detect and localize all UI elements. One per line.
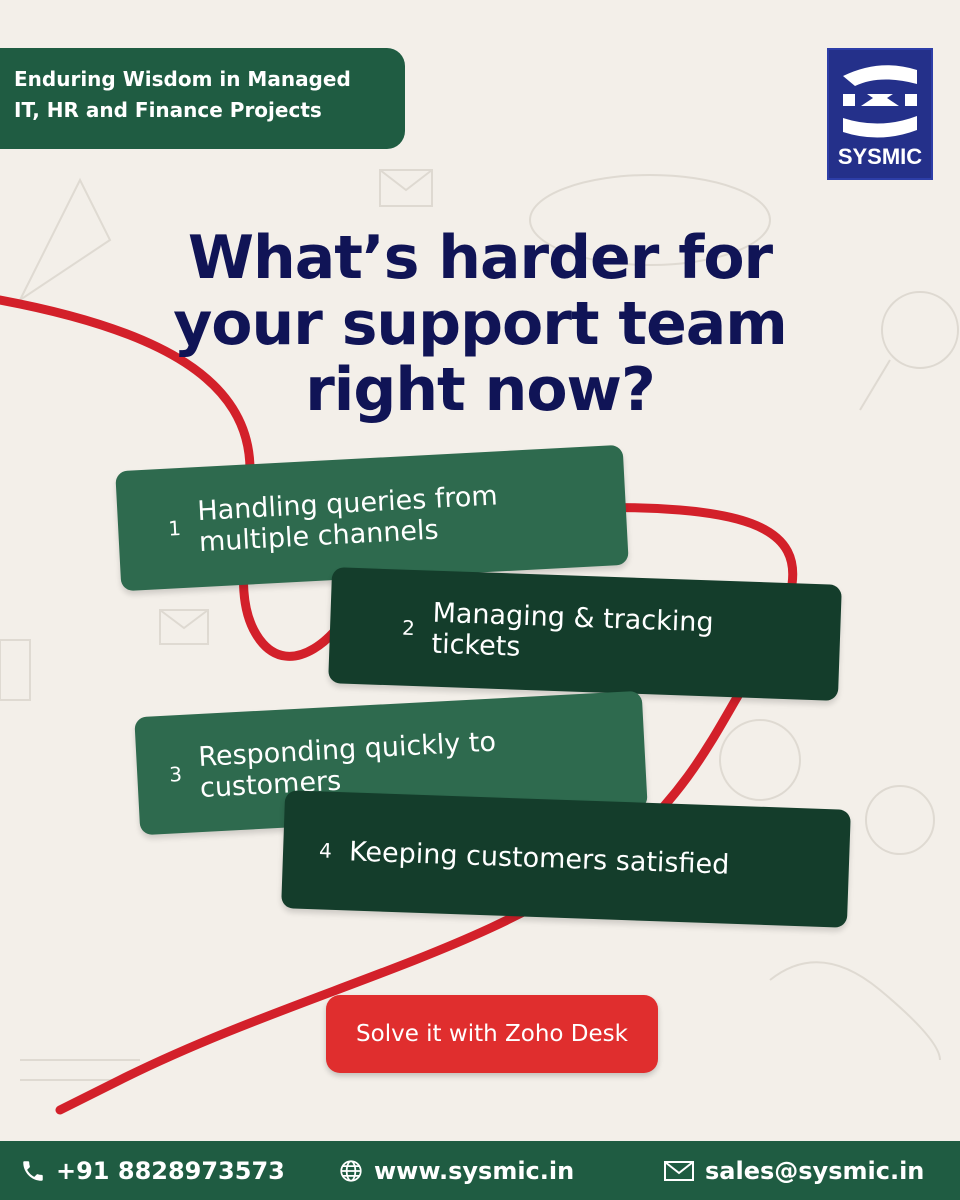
option-card-2: 2 Managing & tracking tickets bbox=[328, 567, 842, 701]
option-text: Managing & tracking tickets bbox=[431, 597, 715, 663]
headline-line-3: right now? bbox=[305, 355, 656, 425]
option-text: Responding quickly to customers bbox=[197, 726, 497, 805]
tagline-line-1: Enduring Wisdom in Managed bbox=[14, 67, 351, 91]
phone-icon bbox=[23, 1160, 43, 1181]
option-text: Handling queries from multiple channels bbox=[196, 480, 499, 559]
mail-icon bbox=[664, 1160, 694, 1181]
tagline-banner: Enduring Wisdom in Managed IT, HR and Fi… bbox=[0, 48, 405, 149]
option-number: 2 bbox=[401, 615, 416, 641]
headline-line-1: What’s harder for bbox=[187, 223, 773, 293]
phone-contact[interactable]: +91 8828973573 bbox=[20, 1141, 285, 1200]
headline-line-2: your support team bbox=[173, 289, 788, 359]
option-text: Keeping customers satisfied bbox=[348, 835, 730, 881]
phone-number: +91 8828973573 bbox=[56, 1156, 285, 1185]
globe-icon bbox=[340, 1159, 362, 1182]
option-card-4: 4 Keeping customers satisfied bbox=[281, 790, 851, 928]
tagline-line-2: IT, HR and Finance Projects bbox=[14, 98, 322, 122]
cta-button[interactable]: Solve it with Zoho Desk bbox=[326, 995, 658, 1073]
logo-wordmark: SYSMIC bbox=[837, 144, 923, 169]
page-title: What’s harder for your support team righ… bbox=[100, 225, 860, 423]
email-contact[interactable]: sales@sysmic.in bbox=[663, 1141, 924, 1200]
email-address: sales@sysmic.in bbox=[705, 1156, 925, 1185]
option-number: 1 bbox=[167, 516, 182, 541]
option-number: 3 bbox=[168, 761, 183, 787]
website-url: www.sysmic.in bbox=[374, 1156, 575, 1185]
contact-footer: +91 8828973573 www.sysmic.in sales@sysmi… bbox=[0, 1141, 960, 1200]
sysmic-logo-icon bbox=[843, 65, 917, 138]
option-number: 4 bbox=[318, 838, 333, 863]
website-contact[interactable]: www.sysmic.in bbox=[338, 1141, 574, 1200]
sysmic-logo: SYSMIC bbox=[827, 48, 933, 180]
